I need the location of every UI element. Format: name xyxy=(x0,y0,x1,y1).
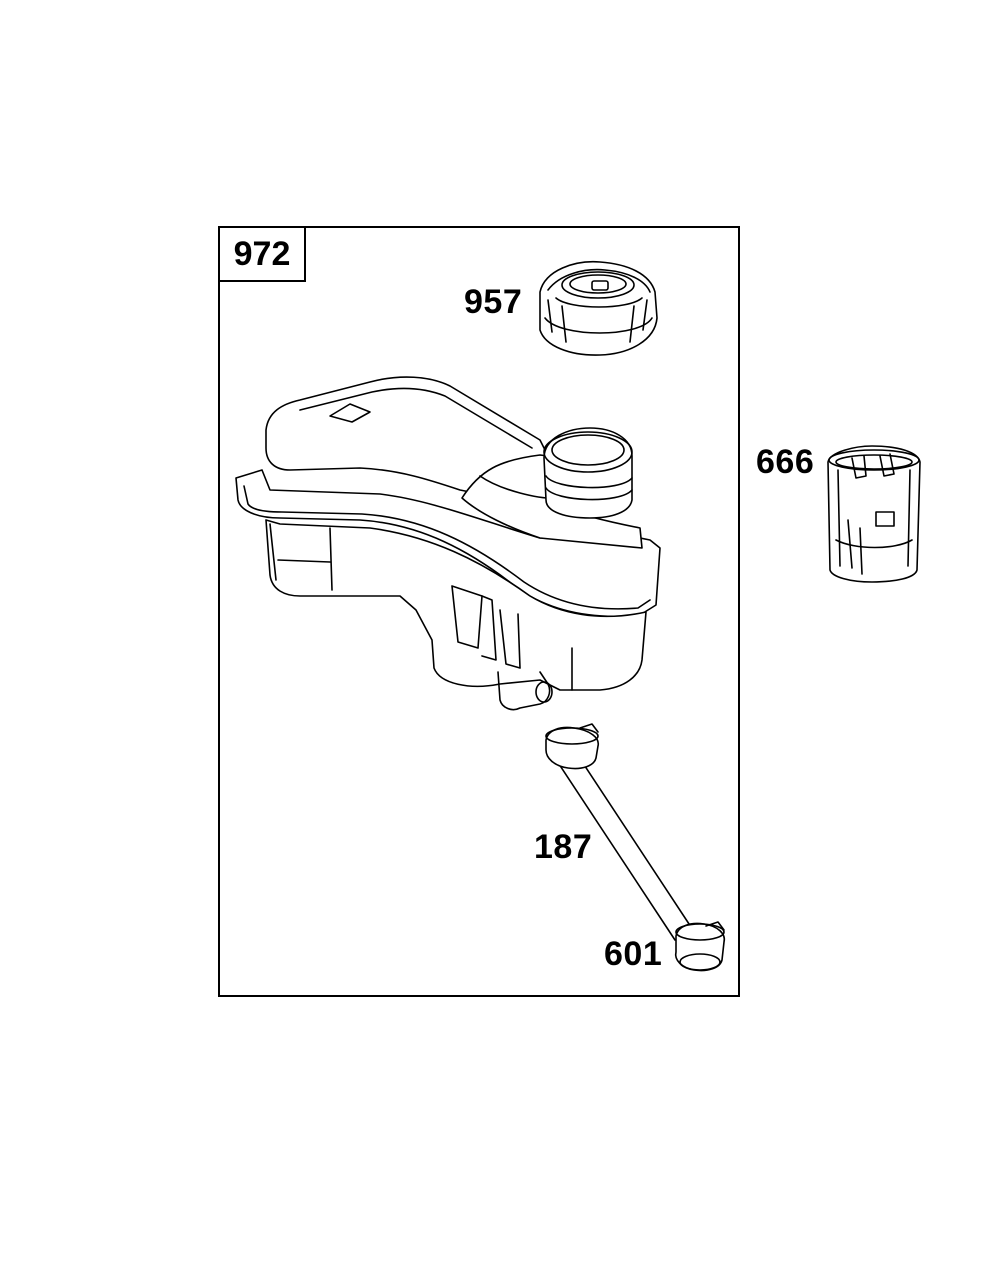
fuel-cap-label: 957 xyxy=(464,283,523,321)
upper-clamp-drawing[interactable] xyxy=(546,724,598,769)
kit-number-tag: 972 xyxy=(218,226,306,282)
lower-clamp-drawing[interactable] xyxy=(676,922,725,971)
clamp-label: 601 xyxy=(604,935,663,973)
kit-border-box xyxy=(218,226,740,997)
fuel-tank-drawing[interactable] xyxy=(236,377,660,710)
sleeve-label: 666 xyxy=(756,443,815,481)
fuel-line-label: 187 xyxy=(534,828,593,866)
kit-number-label: 972 xyxy=(233,234,291,273)
fuel-cap-drawing[interactable] xyxy=(540,262,657,355)
sleeve-drawing[interactable] xyxy=(828,446,920,582)
